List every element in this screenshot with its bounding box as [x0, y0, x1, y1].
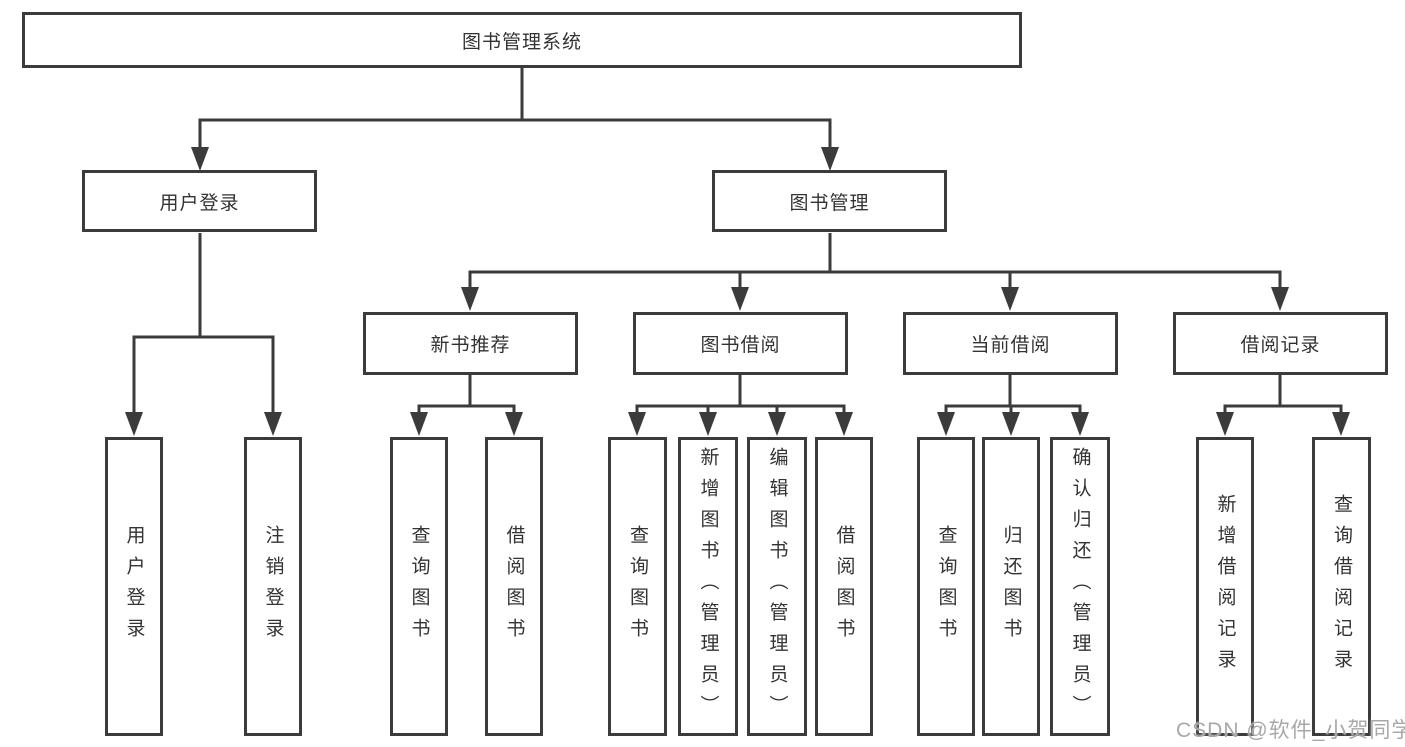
arrowhead-icons	[125, 147, 1350, 436]
leaf-borrow-query-books: 查询图书	[608, 437, 667, 736]
csdn-watermark: CSDN @软件_小贺同学	[1176, 719, 1405, 742]
leaf-recommend-query-books: 查询图书	[390, 437, 448, 736]
node-current-borrow: 当前借阅	[903, 312, 1118, 375]
leaf-add-books-admin: 新增图书（管理员）	[678, 437, 738, 736]
leaf-recommend-borrow-books: 借阅图书	[485, 437, 543, 736]
node-borrow-record: 借阅记录	[1173, 312, 1388, 375]
leaf-borrow-books: 借阅图书	[815, 437, 873, 736]
node-book-borrow: 图书借阅	[633, 312, 848, 375]
leaf-current-query-books: 查询图书	[917, 437, 975, 736]
leaf-logout: 注销登录	[244, 437, 302, 736]
leaf-return-books: 归还图书	[982, 437, 1040, 736]
node-root-system: 图书管理系统	[22, 12, 1022, 68]
leaf-user-login: 用户登录	[105, 437, 163, 736]
leaf-confirm-return-admin: 确认归还（管理员）	[1050, 437, 1110, 736]
leaf-edit-books-admin: 编辑图书（管理员）	[747, 437, 807, 736]
node-new-book-recommend: 新书推荐	[363, 312, 578, 375]
leaf-add-borrow-record: 新增借阅记录	[1196, 437, 1254, 736]
node-book-management: 图书管理	[712, 170, 947, 232]
node-user-login: 用户登录	[82, 170, 317, 232]
leaf-query-borrow-record: 查询借阅记录	[1312, 437, 1371, 736]
